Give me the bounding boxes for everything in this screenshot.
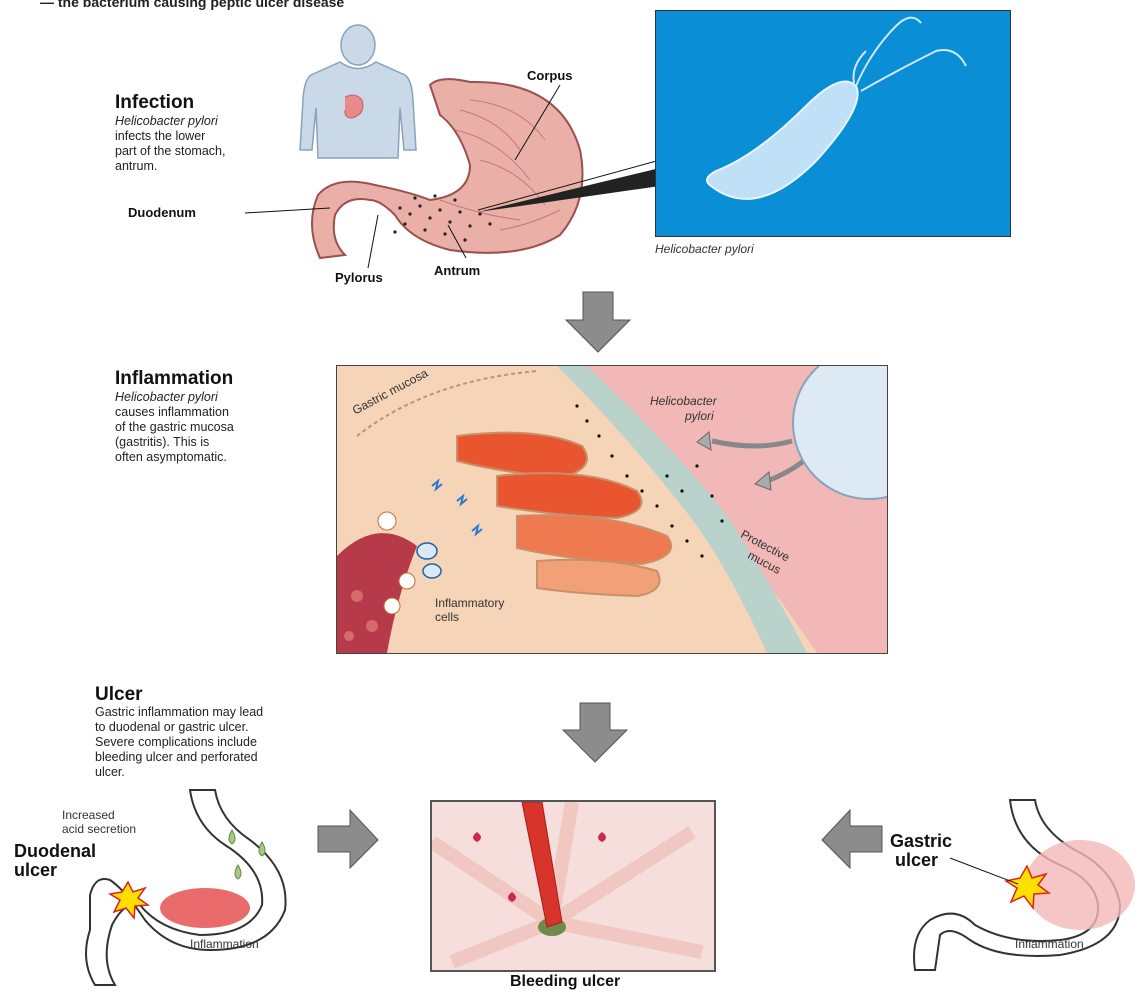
micrograph-caption: Helicobacter pylori (655, 242, 754, 256)
label-duodenum: Duodenum (128, 205, 196, 220)
inflammation-desc-line5: often asymptomatic. (115, 450, 234, 465)
infection-desc-line1: Helicobacter pylori (115, 114, 225, 129)
label-hp-line1: Helicobacter (650, 394, 717, 408)
label-corpus: Corpus (527, 68, 573, 83)
label-gastric-line1: Gastric (890, 832, 952, 851)
infection-description: Helicobacter pylori infects the lower pa… (115, 114, 225, 174)
infection-desc-line4: antrum. (115, 159, 225, 174)
inflammation-title: Inflammation (115, 368, 233, 390)
ulcer-desc-line1: Gastric inflammation may lead (95, 705, 263, 720)
duodenal-burst-icon (110, 882, 148, 918)
label-duodenal-line2: ulcer (14, 861, 57, 880)
label-inflam-cells-line2: cells (435, 610, 459, 624)
label-hp-line2: pylori (685, 409, 714, 423)
hp-micrograph (655, 10, 1011, 237)
header-subtitle: — the bacterium causing peptic ulcer dis… (40, 0, 344, 10)
ulcer-desc-line2: to duodenal or gastric ulcer. (95, 720, 263, 735)
ulcer-desc-line5: ulcer. (95, 765, 263, 780)
inflammation-description: Helicobacter pylori causes inflammation … (115, 390, 234, 465)
label-inflammation-right: Inflammation (1015, 937, 1084, 951)
ulcer-title: Ulcer (95, 684, 143, 706)
gastric-burst-icon (1006, 866, 1049, 908)
label-duodenal-line1: Duodenal (14, 842, 96, 861)
inflammation-desc-line4: (gastritis). This is (115, 435, 234, 450)
label-increased-line2: acid secretion (62, 822, 136, 836)
ulcer-desc-line3: Severe complications include (95, 735, 263, 750)
mucosa-panel (336, 365, 888, 654)
inflammation-desc-line2: causes inflammation (115, 405, 234, 420)
infection-desc-line3: part of the stomach, (115, 144, 225, 159)
bleeding-ulcer-panel (430, 800, 716, 972)
infection-desc-line2: infects the lower (115, 129, 225, 144)
bacterium-icon (707, 18, 966, 199)
label-antrum: Antrum (434, 263, 480, 278)
inflammation-desc-line1: Helicobacter pylori (115, 390, 234, 405)
label-increased-line1: Increased (62, 808, 115, 822)
infection-title: Infection (115, 92, 194, 114)
ulcer-description: Gastric inflammation may lead to duodena… (95, 705, 263, 780)
body-stomach-icon (345, 95, 363, 118)
label-gastric-line2: ulcer (895, 851, 938, 870)
label-inflammation-left: Inflammation (190, 937, 259, 951)
inflammation-desc-line3: of the gastric mucosa (115, 420, 234, 435)
label-bleeding-ulcer: Bleeding ulcer (510, 973, 620, 991)
label-pylorus: Pylorus (335, 270, 383, 285)
label-inflam-cells-line1: Inflammatory (435, 596, 504, 610)
stomach-body-shape (312, 79, 583, 258)
ulcer-desc-line4: bleeding ulcer and perforated (95, 750, 263, 765)
